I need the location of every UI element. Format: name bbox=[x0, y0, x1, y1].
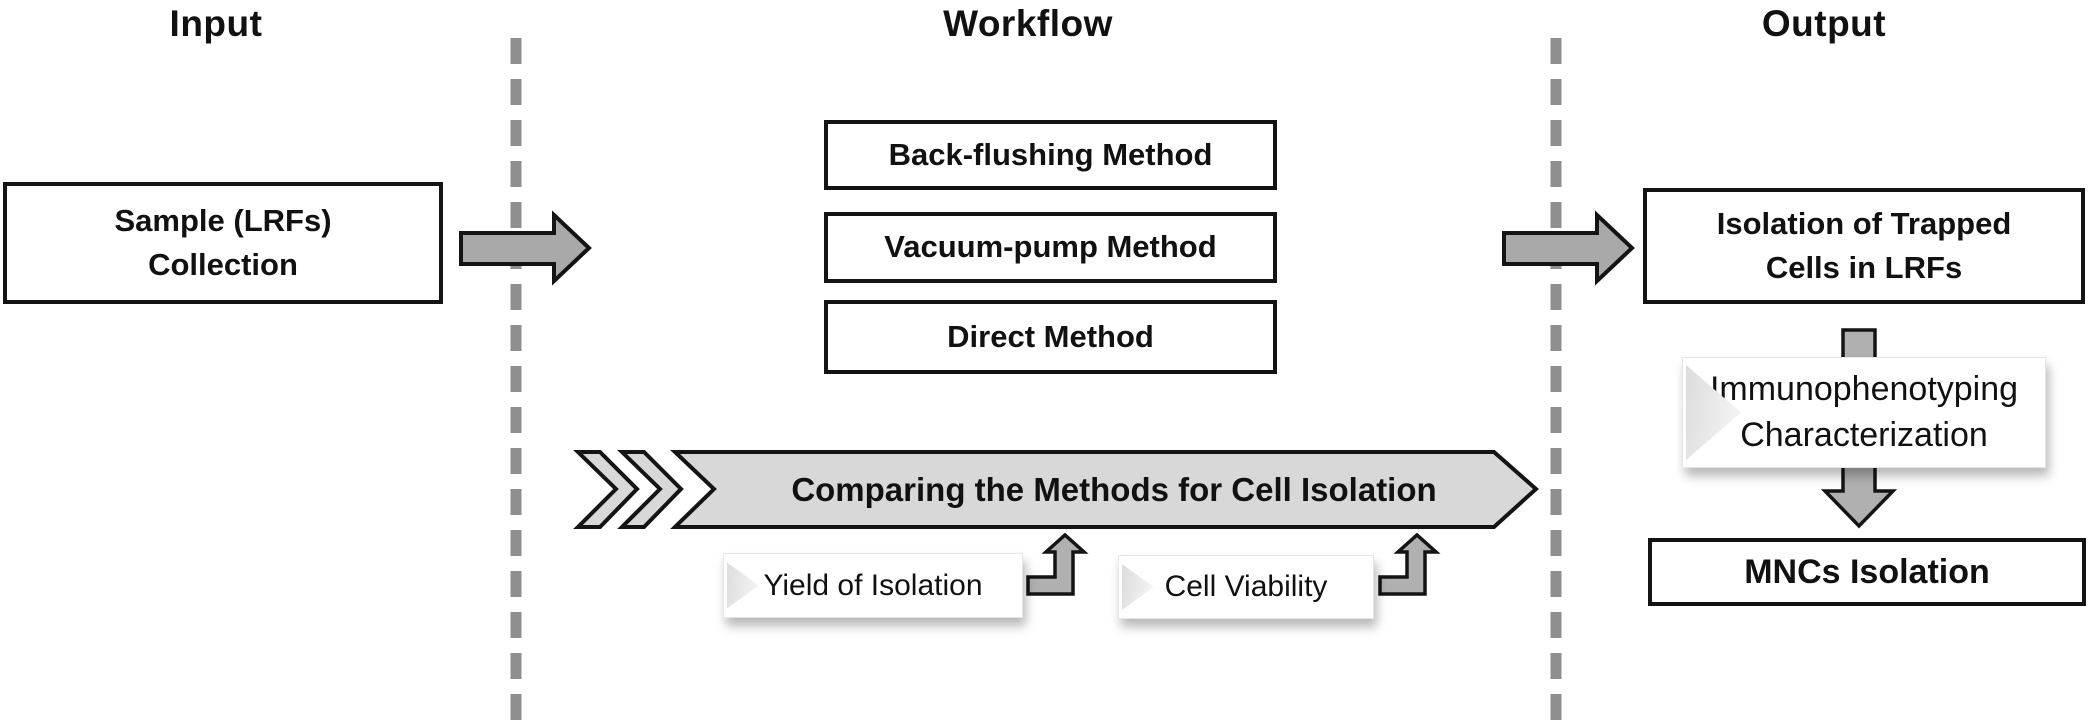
isolation-trapped-cells-line1: Isolation of Trapped bbox=[1716, 205, 2012, 241]
isolation-trapped-cells-line2: Cells in LRFs bbox=[1765, 250, 1963, 285]
immunophenotyping-line1: Immunophenotyping bbox=[1709, 369, 2019, 408]
workflow-column-header: Workflow bbox=[943, 3, 1113, 44]
sample-collection-line2: Collection bbox=[148, 247, 298, 282]
method-box-direct-label: Direct Method bbox=[947, 318, 1154, 354]
elbow-up-arrow-yield-icon bbox=[1026, 532, 1089, 596]
chevron-icon-1 bbox=[573, 450, 640, 529]
criteria-box-viability-label: Cell Viability bbox=[1164, 570, 1328, 603]
output-column-header: Output bbox=[1761, 3, 1887, 44]
bevel-triangle-icon bbox=[1122, 564, 1154, 610]
sample-collection-line1: Sample (LRFs) bbox=[114, 202, 332, 238]
arrow-workflow-to-output-icon bbox=[1502, 210, 1635, 286]
method-box-back-flushing-label: Back-flushing Method bbox=[888, 136, 1213, 172]
input-column-header: Input bbox=[169, 3, 263, 44]
mncs-isolation-box: MNCs Isolation bbox=[1648, 538, 2086, 606]
comparison-banner-arrow bbox=[669, 450, 1540, 529]
isolation-trapped-cells-box: Isolation of Trapped Cells in LRFs bbox=[1643, 188, 2085, 304]
criteria-box-yield: Yield of Isolation bbox=[723, 553, 1023, 618]
method-box-vacuum-pump: Vacuum-pump Method bbox=[824, 212, 1277, 283]
immunophenotyping-box: Immunophenotyping Characterization bbox=[1682, 357, 2046, 468]
immunophenotyping-line2: Characterization bbox=[1740, 415, 1988, 454]
comparison-banner-label: Comparing the Methods for Cell Isolation bbox=[791, 470, 1437, 508]
elbow-up-arrow-viability-icon bbox=[1378, 532, 1441, 596]
method-box-vacuum-pump-label: Vacuum-pump Method bbox=[884, 229, 1217, 265]
method-box-direct: Direct Method bbox=[824, 300, 1277, 374]
arrow-input-to-workflow-icon bbox=[459, 210, 592, 286]
mncs-isolation-label: MNCs Isolation bbox=[1744, 552, 1990, 591]
method-box-back-flushing: Back-flushing Method bbox=[824, 120, 1277, 190]
bevel-triangle-icon bbox=[727, 562, 759, 609]
criteria-box-yield-label: Yield of Isolation bbox=[763, 568, 983, 602]
chevron-icon-2 bbox=[617, 450, 684, 529]
criteria-box-viability: Cell Viability bbox=[1118, 555, 1374, 619]
sample-collection-box: Sample (LRFs) Collection bbox=[3, 182, 443, 304]
